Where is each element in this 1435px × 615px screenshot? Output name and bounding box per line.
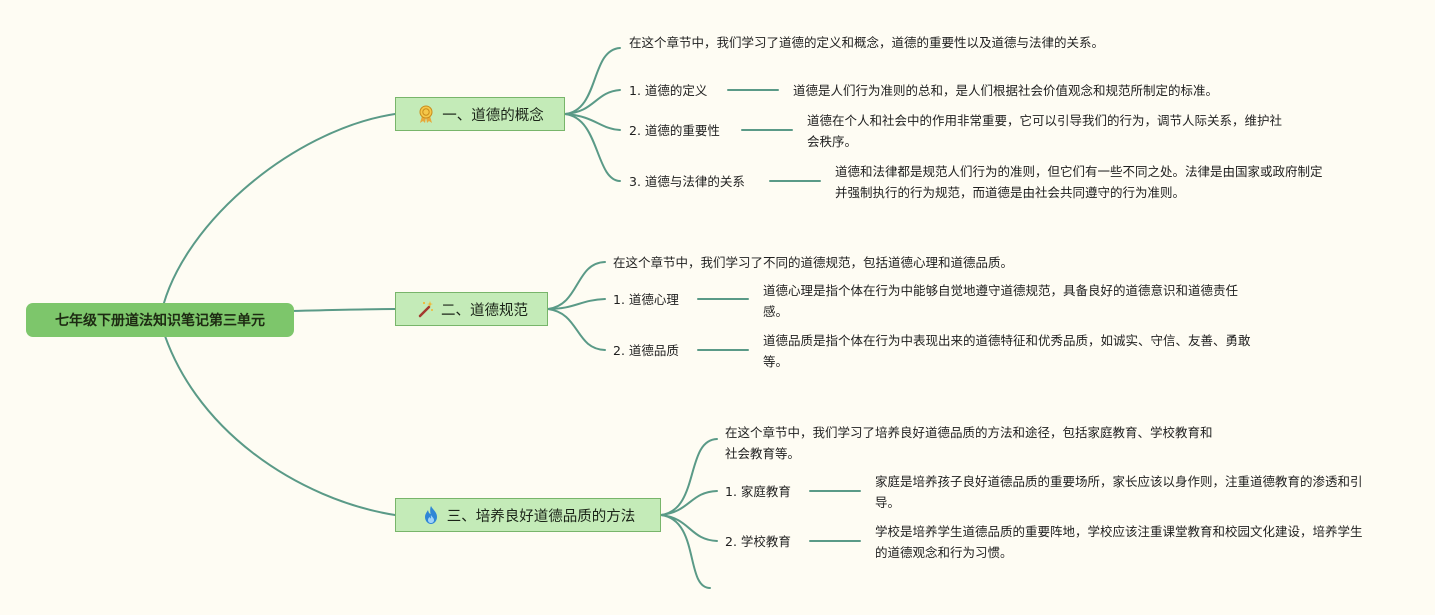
branch3-link-item2 [660,514,718,542]
branch1-link-item3 [564,113,621,182]
branch3-link-item1 [660,490,718,516]
flame-icon [421,505,441,525]
branch2-link-item2 [547,308,606,351]
branch1-link-item1 [564,89,621,115]
branch3-link-summary [660,438,718,516]
branch3-item1-detail: 家庭是培养孩子良好道德品质的重要场所，家长应该以身作则，注重道德教育的渗透和引导… [875,474,1363,510]
branch-topic-norms[interactable]: 二、道德规范 [395,292,548,326]
branch2-item1-label[interactable]: 1. 道德心理 [613,292,679,307]
root-label: 七年级下册道法知识笔记第三单元 [55,313,265,329]
branch1-item2-detail: 道德在个人和社会中的作用非常重要，它可以引导我们的行为，调节人际关系，维护社会秩… [807,113,1283,149]
branch3-item1-label[interactable]: 1. 家庭教育 [725,484,791,499]
branch3-item2-label[interactable]: 2. 学校教育 [725,534,791,549]
branch-label: 三、培养良好道德品质的方法 [446,508,636,525]
branch2-item2-detail: 道德品质是指个体在行为中表现出来的道德特征和优秀品质，如诚实、守信、友善、勇敢等… [763,333,1251,369]
branch1-item3-detail: 道德和法律都是规范人们行为的准则，但它们有一些不同之处。法律是由国家或政府制定并… [835,164,1323,200]
root-link-3 [159,319,396,516]
branch1-item1-label[interactable]: 1. 道德的定义 [629,83,708,98]
branch2-link-item1 [547,298,606,310]
branch-label: 一、道德的概念 [442,107,544,124]
branch3-item2-detail: 学校是培养学生道德品质的重要阵地，学校应该注重课堂教育和校园文化建设，培养学生的… [875,524,1363,560]
branch1-link-summary [564,47,621,115]
root-topic[interactable]: 七年级下册道法知识笔记第三单元 [26,303,294,337]
branch1-item1-detail: 道德是人们行为准则的总和，是人们根据社会价值观念和规范所制定的标准。 [793,83,1219,98]
branch-label: 二、道德规范 [441,302,528,319]
branch-topic-concept[interactable]: 一、道德的概念 [395,97,565,131]
award-medal-icon [416,104,436,124]
branch2-item2-label[interactable]: 2. 道德品质 [613,343,679,358]
branch1-item2-label[interactable]: 2. 道德的重要性 [629,123,720,138]
branch3-link-item3 [660,514,711,589]
branch1-summary: 在这个章节中，我们学习了道德的定义和概念，道德的重要性以及道德与法律的关系。 [629,35,1105,50]
branch2-item1-detail: 道德心理是指个体在行为中能够自觉地遵守道德规范，具备良好的道德意识和道德责任感。 [763,283,1239,319]
magic-wand-icon [415,299,435,319]
root-link-2 [289,308,396,312]
branch2-link-summary [547,261,606,310]
root-link-1 [159,113,396,321]
branch1-item3-label[interactable]: 3. 道德与法律的关系 [629,174,745,189]
branch1-link-item2 [564,113,621,131]
branch3-summary: 在这个章节中，我们学习了培养良好道德品质的方法和途径，包括家庭教育、学校教育和社… [725,425,1213,461]
branch2-summary: 在这个章节中，我们学习了不同的道德规范，包括道德心理和道德品质。 [613,255,1014,270]
branch-topic-methods[interactable]: 三、培养良好道德品质的方法 [395,498,661,532]
